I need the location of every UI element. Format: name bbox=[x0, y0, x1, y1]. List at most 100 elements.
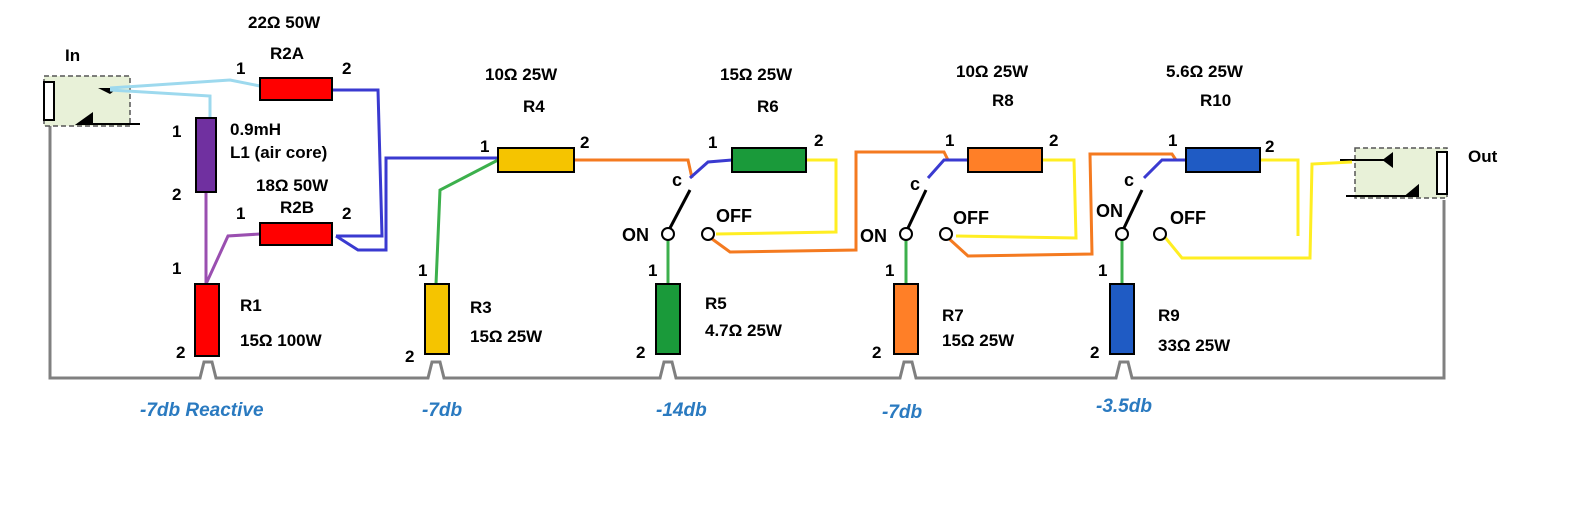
resistor-r1: R1 15Ω 100W 1 2 bbox=[172, 259, 323, 362]
r6-pin2: 2 bbox=[814, 131, 823, 150]
switch-2-lever bbox=[906, 189, 928, 229]
r2b-value: 18Ω 50W bbox=[256, 176, 329, 195]
l1-name: L1 (air core) bbox=[230, 143, 327, 162]
r6-pin1: 1 bbox=[708, 133, 717, 152]
resistor-r8: 10Ω 25W R8 1 2 bbox=[945, 62, 1058, 173]
wire-switch2-r8 bbox=[926, 158, 968, 179]
r3-value: 15Ω 25W bbox=[470, 327, 543, 346]
wires bbox=[109, 78, 1353, 285]
attenuation-stage-2: -7db bbox=[422, 400, 463, 421]
wire-r2b-r1 bbox=[204, 232, 261, 285]
resistor-r2a: 22Ω 50W R2A 1 2 bbox=[236, 13, 351, 101]
r10-pin2: 2 bbox=[1265, 137, 1274, 156]
r7-value: 15Ω 25W bbox=[942, 331, 1015, 350]
r8-value: 10Ω 25W bbox=[956, 62, 1029, 81]
resistor-r6-body bbox=[731, 147, 807, 173]
r2a-value: 22Ω 50W bbox=[248, 13, 321, 32]
resistor-r9: R9 33Ω 25W 1 2 bbox=[1090, 261, 1231, 362]
switch-3-on-terminal bbox=[1115, 227, 1129, 241]
wire-r8-off bbox=[955, 158, 1078, 240]
r9-value: 33Ω 25W bbox=[1158, 336, 1231, 355]
switch-1-on-label: ON bbox=[622, 225, 649, 245]
wire-r10-out bbox=[1260, 158, 1300, 236]
resistor-r4: 10Ω 25W R4 1 2 bbox=[480, 65, 589, 173]
r9-pin2: 2 bbox=[1090, 343, 1099, 362]
r5-pin1: 1 bbox=[648, 261, 657, 280]
inductor-l1-body bbox=[195, 117, 217, 193]
switch-1-off-terminal bbox=[701, 227, 715, 241]
r6-value: 15Ω 25W bbox=[720, 65, 793, 84]
resistor-r7-body bbox=[893, 283, 919, 355]
r4-pin1: 1 bbox=[480, 137, 489, 156]
resistor-r4-body bbox=[497, 147, 575, 173]
switch-1-common-label: c bbox=[672, 170, 682, 190]
resistor-r5: R5 4.7Ω 25W 1 2 bbox=[636, 261, 783, 362]
input-jack-sleeve bbox=[43, 81, 55, 121]
r8-pin2: 2 bbox=[1049, 131, 1058, 150]
r2a-pin1: 1 bbox=[236, 59, 245, 78]
switch-3-off-label: OFF bbox=[1170, 208, 1206, 228]
input-jack: In bbox=[43, 46, 140, 127]
resistor-r2b-body bbox=[259, 222, 333, 246]
r7-pin2: 2 bbox=[872, 343, 881, 362]
wire-r4-r3 bbox=[434, 158, 499, 285]
r7-name: R7 bbox=[942, 306, 964, 325]
wire-switch3-r10 bbox=[1142, 158, 1186, 180]
attenuation-stage-4: -7db bbox=[882, 402, 923, 423]
resistor-r7: R7 15Ω 25W 1 2 bbox=[872, 261, 1015, 362]
r10-value: 5.6Ω 25W bbox=[1166, 62, 1244, 81]
switch-2-off-terminal bbox=[939, 227, 953, 241]
resistor-r1-body bbox=[194, 283, 220, 357]
switch-3[interactable]: c ON OFF bbox=[1096, 170, 1206, 241]
r10-pin1: 1 bbox=[1168, 131, 1177, 150]
resistor-r10: 5.6Ω 25W R10 1 2 bbox=[1166, 62, 1274, 173]
resistor-r3-body bbox=[424, 283, 450, 355]
wire-in-l1 bbox=[109, 88, 212, 118]
switch-3-common-label: c bbox=[1124, 170, 1134, 190]
r5-value: 4.7Ω 25W bbox=[705, 321, 783, 340]
switch-3-on-label: ON bbox=[1096, 201, 1123, 221]
attenuation-stage-1: -7db Reactive bbox=[140, 400, 264, 421]
switch-1[interactable]: c ON OFF bbox=[622, 170, 752, 245]
l1-pin1: 1 bbox=[172, 122, 181, 141]
r3-name: R3 bbox=[470, 298, 492, 317]
r8-name: R8 bbox=[992, 91, 1014, 110]
wire-r4-switch1 bbox=[574, 158, 694, 179]
r4-pin2: 2 bbox=[580, 133, 589, 152]
output-jack-sleeve-contact bbox=[1346, 183, 1419, 197]
attenuation-stage-5: -3.5db bbox=[1096, 396, 1152, 417]
r5-pin2: 2 bbox=[636, 343, 645, 362]
r2b-pin1: 1 bbox=[236, 204, 245, 223]
r1-value: 15Ω 100W bbox=[240, 331, 323, 350]
switch-1-on-terminal bbox=[661, 227, 675, 241]
wire-r6-off bbox=[715, 158, 838, 236]
switch-1-lever bbox=[668, 189, 692, 229]
resistor-r6: 15Ω 25W R6 1 2 bbox=[708, 65, 823, 173]
wire-r2a-out bbox=[332, 88, 384, 238]
switch-2-on-label: ON bbox=[860, 226, 887, 246]
switch-2[interactable]: c ON OFF bbox=[860, 174, 989, 246]
input-jack-label: In bbox=[65, 46, 80, 65]
wire-off1-r8 bbox=[707, 150, 950, 254]
switch-2-on-terminal bbox=[899, 227, 913, 241]
switch-2-common-label: c bbox=[910, 174, 920, 194]
output-jack-tip-contact bbox=[1340, 152, 1393, 168]
l1-pin2: 2 bbox=[172, 185, 181, 204]
output-jack: Out bbox=[1340, 147, 1498, 199]
output-jack-label: Out bbox=[1468, 147, 1498, 166]
r1-pin2: 2 bbox=[176, 343, 185, 362]
attenuation-labels: -7db Reactive -7db -14db -7db -3.5db bbox=[140, 396, 1152, 423]
resistor-r9-body bbox=[1109, 283, 1135, 355]
wire-off3-out bbox=[1162, 160, 1353, 260]
l1-value: 0.9mH bbox=[230, 120, 281, 139]
switch-2-off-label: OFF bbox=[953, 208, 989, 228]
switch-3-lever bbox=[1122, 189, 1144, 229]
r5-name: R5 bbox=[705, 294, 727, 313]
output-jack-sleeve bbox=[1436, 151, 1448, 195]
r2b-pin2: 2 bbox=[342, 204, 351, 223]
r1-pin1: 1 bbox=[172, 259, 181, 278]
r2b-name: R2B bbox=[280, 198, 314, 217]
input-jack-body bbox=[43, 75, 131, 127]
input-jack-sleeve-contact bbox=[74, 112, 140, 125]
